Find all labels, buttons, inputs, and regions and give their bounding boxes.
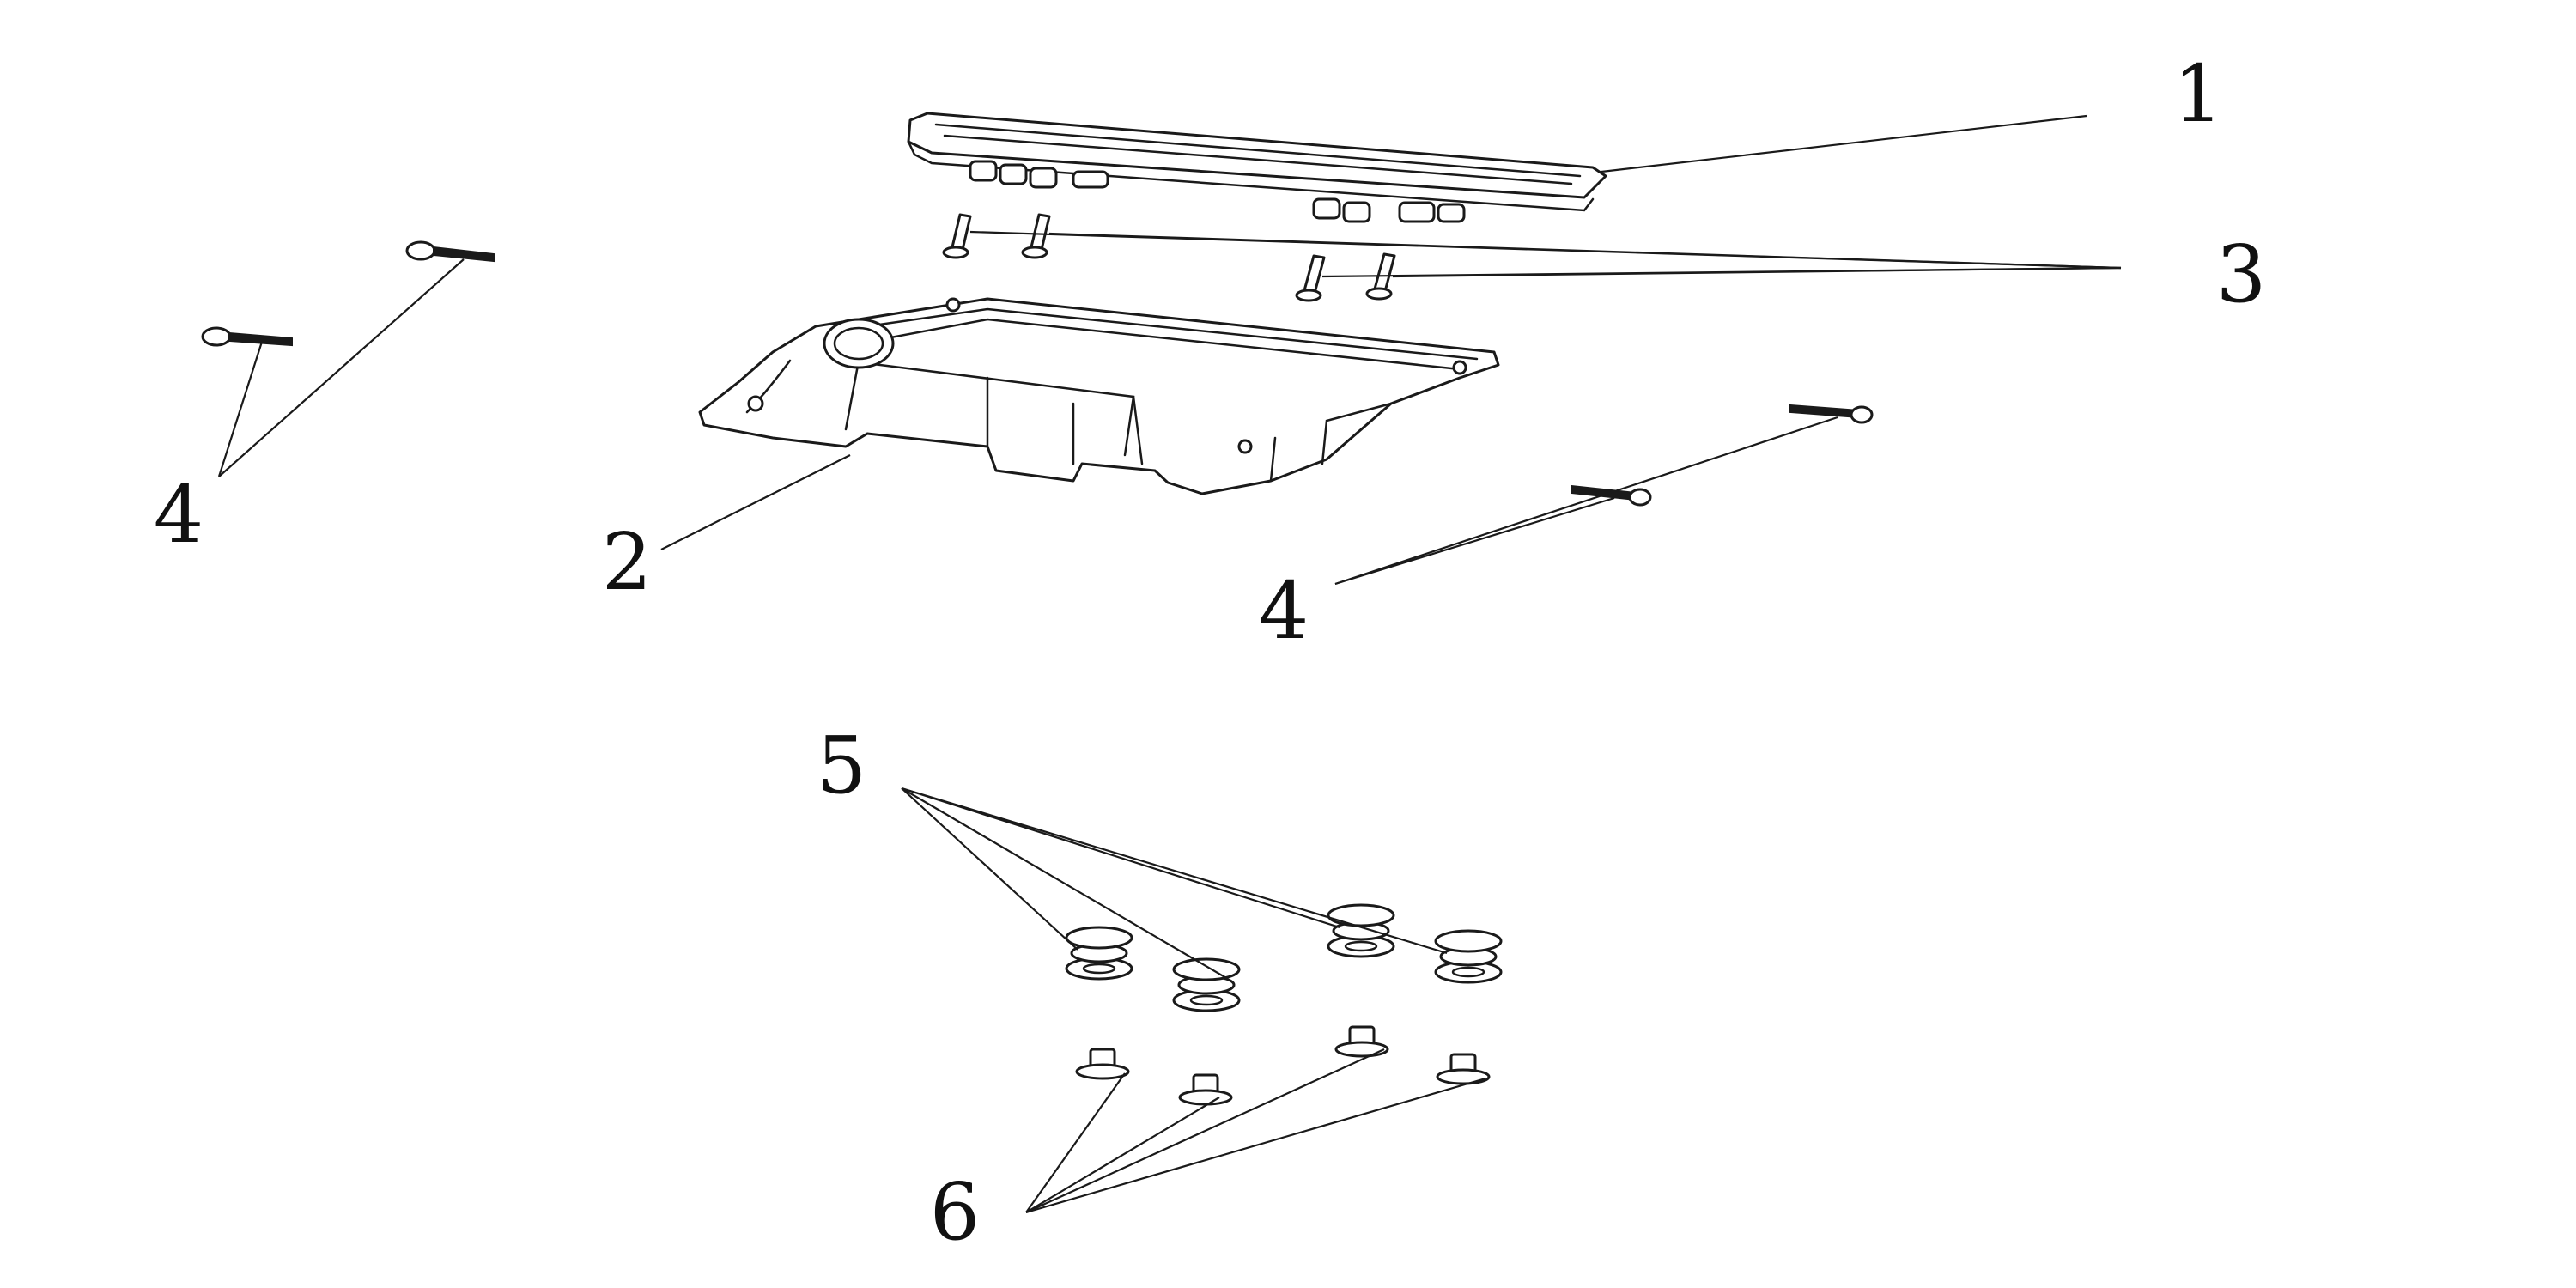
leader-lines bbox=[217, 114, 2122, 1214]
callout-4-right: 4 bbox=[1258, 565, 1309, 657]
screws-left bbox=[201, 240, 495, 347]
callout-6: 6 bbox=[929, 1166, 981, 1258]
callout-3: 3 bbox=[2215, 228, 2267, 320]
grommets bbox=[1065, 903, 1503, 1012]
display-unit bbox=[907, 112, 1607, 223]
callout-5: 5 bbox=[816, 720, 867, 811]
screws-right bbox=[1571, 404, 1874, 507]
callout-4-left: 4 bbox=[153, 469, 204, 561]
callout-1: 1 bbox=[2172, 48, 2224, 140]
callout-2: 2 bbox=[601, 516, 653, 608]
bolts bbox=[1075, 1025, 1491, 1106]
display-bosses bbox=[969, 160, 1466, 223]
bracket bbox=[698, 297, 1500, 495]
pins bbox=[942, 213, 1396, 302]
